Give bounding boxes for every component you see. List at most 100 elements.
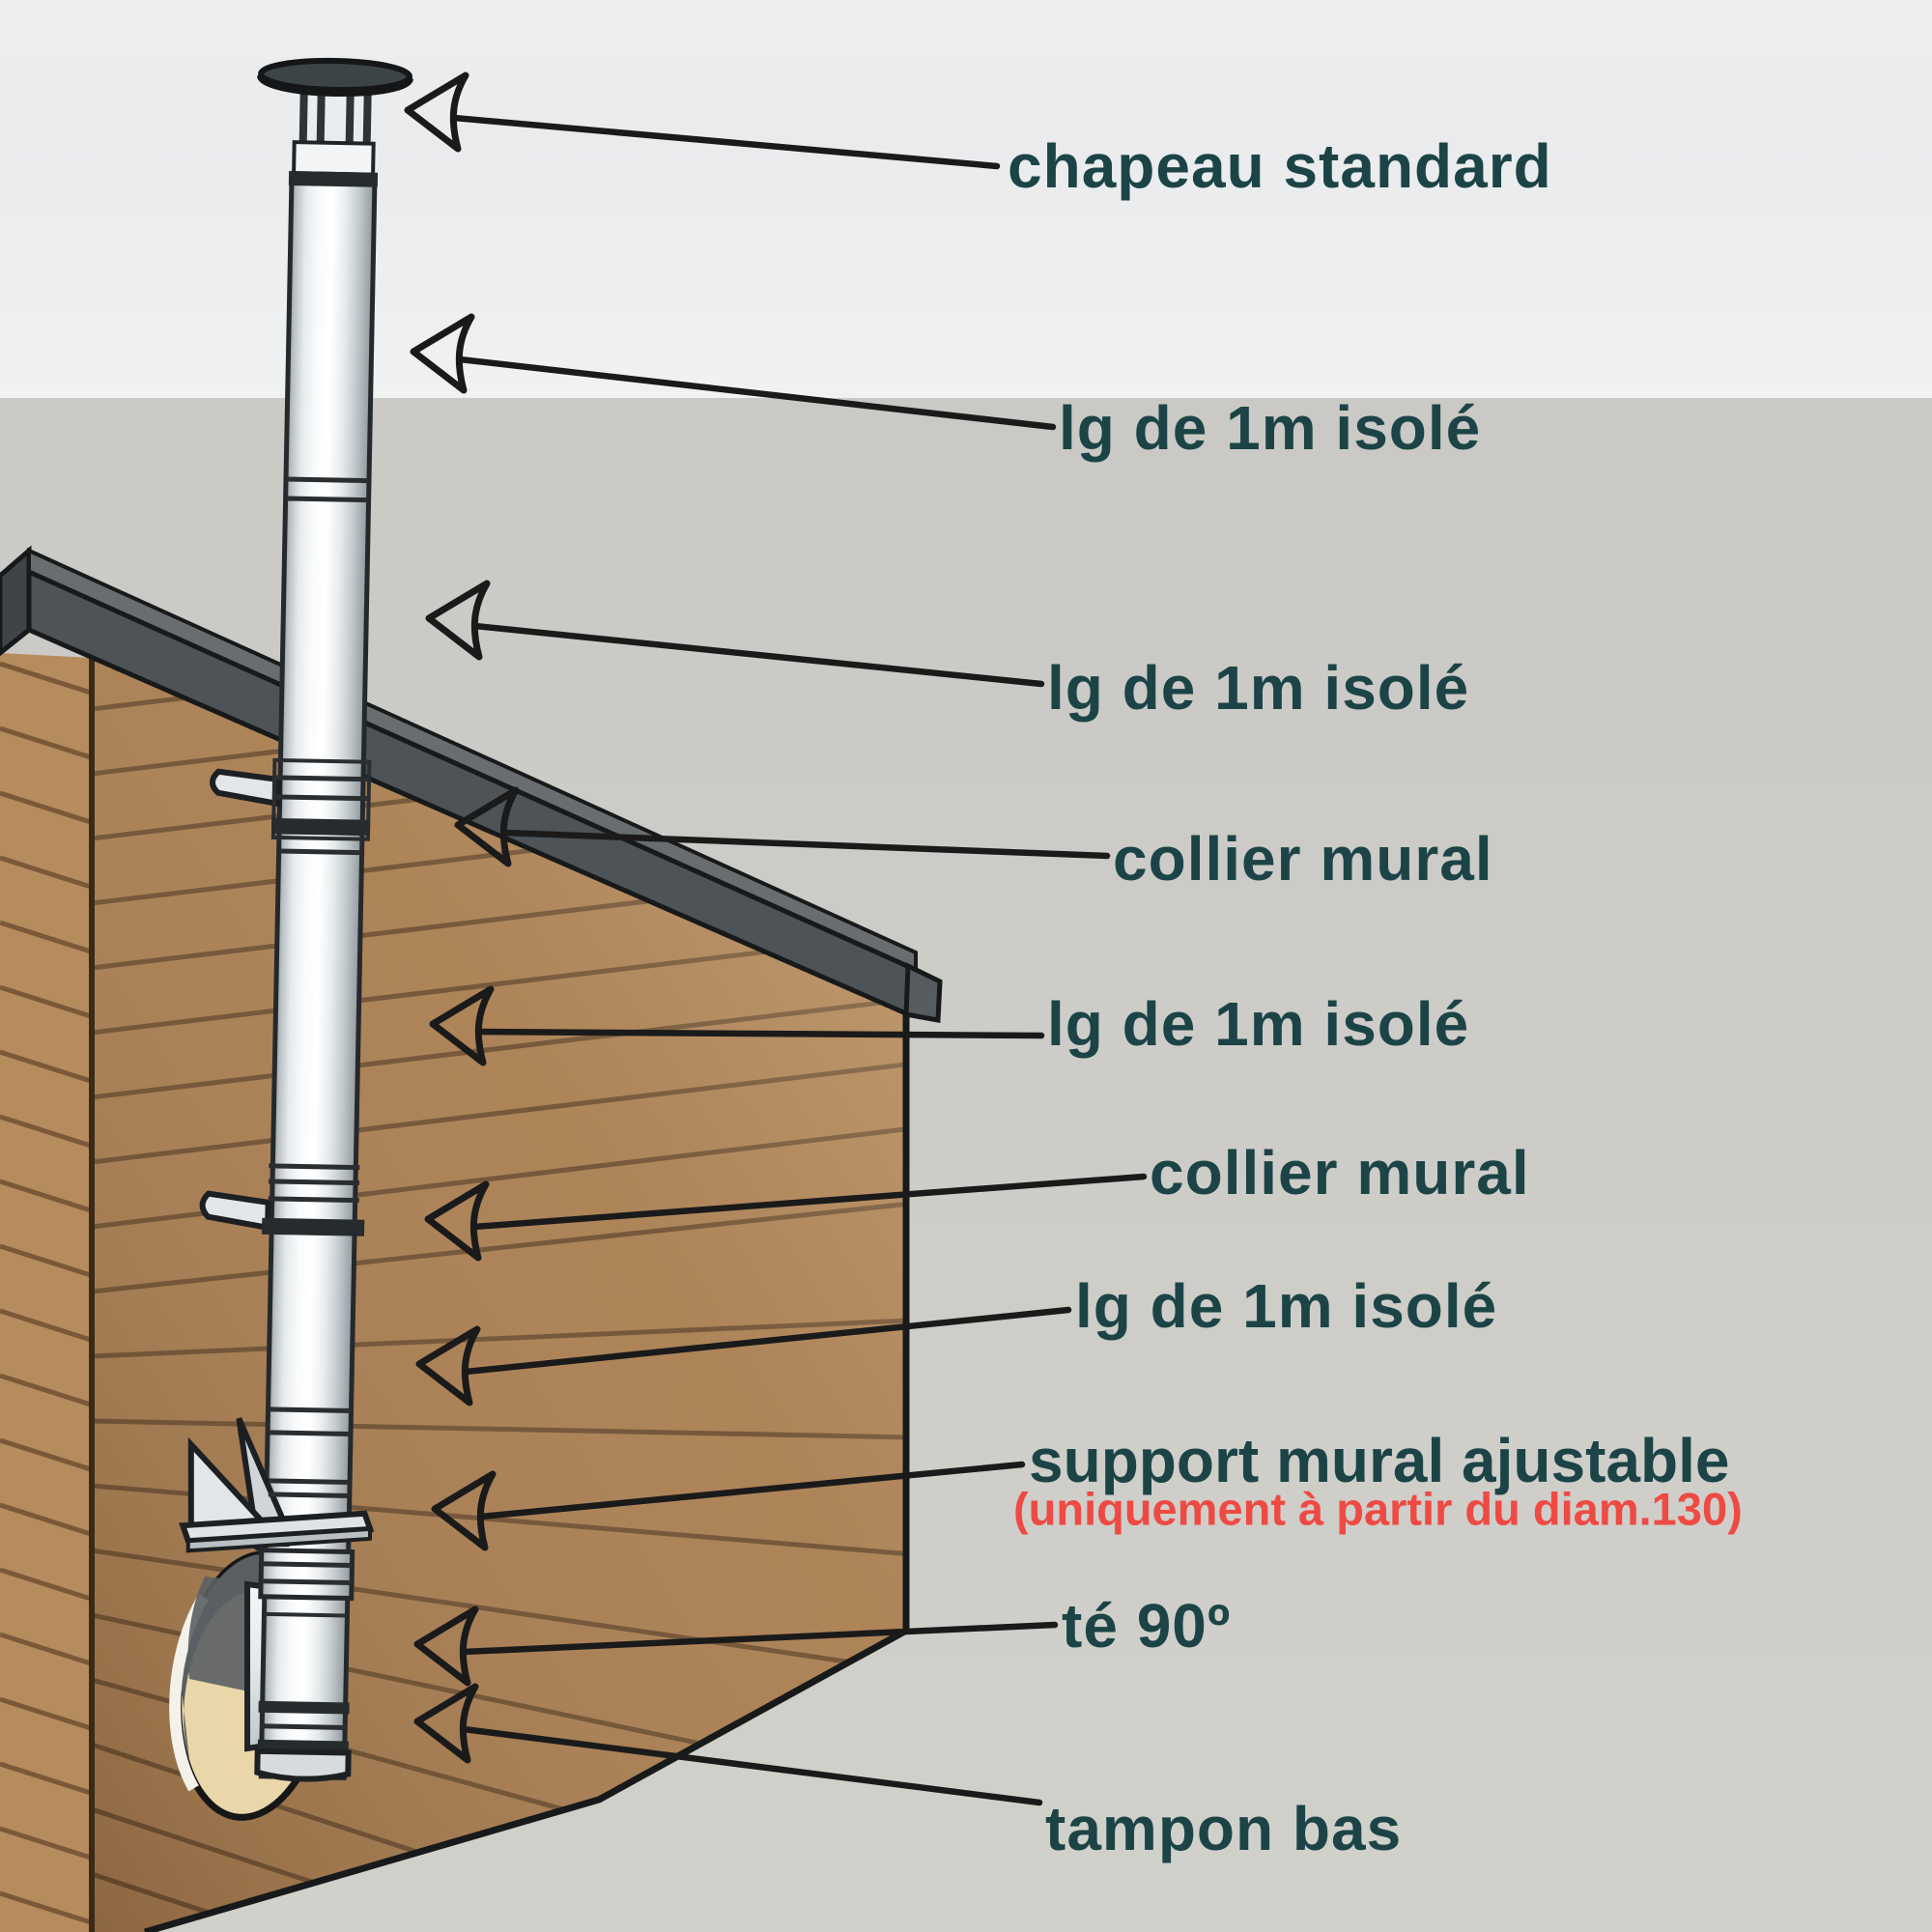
upper-ring-b — [268, 1492, 350, 1498]
cap-plate-edge — [257, 74, 413, 98]
arrow-line — [460, 1725, 1043, 1806]
sleeve-ring-b — [261, 1578, 353, 1586]
plank-groove-left — [0, 790, 92, 825]
plank-groove-left — [0, 1437, 92, 1472]
roof-eave-end-cap — [903, 962, 943, 1023]
plank-groove-left — [0, 1890, 92, 1925]
arrow-head — [424, 1180, 490, 1262]
collar1-ring-a — [274, 775, 370, 782]
plank-groove-left — [0, 725, 92, 760]
arrow-head — [425, 580, 491, 661]
support-sleeve — [258, 1548, 355, 1602]
plank-groove-left — [0, 1696, 92, 1731]
plank-groove-left — [0, 1567, 92, 1602]
label-collier-mural-2: collier mural — [1150, 1138, 1530, 1208]
arrow-head — [431, 1470, 497, 1551]
plank-groove-left — [0, 1243, 92, 1278]
label-lg-1m-isole-3: lg de 1m isolé — [1047, 989, 1469, 1059]
arrow-head — [413, 1605, 479, 1687]
arrow-head — [454, 786, 520, 867]
plank-groove-left — [0, 1502, 92, 1537]
label-lg-1m-isole-2: lg de 1m isolé — [1047, 653, 1469, 723]
plank-groove-left — [0, 661, 92, 696]
arrow-te-90 — [413, 1605, 1059, 1687]
house-wall-left-face — [0, 653, 92, 1932]
arrow-chapeau-standard — [404, 71, 1001, 170]
tampon-cup — [254, 1747, 352, 1782]
arrow-collier-mural-1 — [454, 786, 1111, 867]
cap-post-2 — [316, 84, 326, 149]
plank-groove-left — [0, 984, 92, 1019]
label-lg-1m-isole-4: lg de 1m isolé — [1075, 1271, 1497, 1341]
wall-collar-1 — [209, 757, 372, 841]
wall-outline — [144, 1012, 910, 1932]
collar1-band — [270, 817, 371, 836]
cap-collar-ring — [288, 171, 379, 187]
tampon-ring — [260, 1723, 348, 1730]
label-te-90: té 90º — [1062, 1591, 1231, 1661]
cap-posts — [298, 84, 308, 149]
chimney-cap — [257, 57, 413, 187]
plank-groove-left — [0, 1114, 92, 1149]
wall-collar-2 — [199, 1163, 365, 1236]
adjustable-wall-support — [179, 1417, 375, 1602]
label-support-note: (uniquement à partir du diam.130) — [1013, 1484, 1743, 1535]
collar2-band — [261, 1217, 365, 1236]
labels: chapeau standard lg de 1m isolé lg de 1m… — [1008, 131, 1743, 1863]
cap-post-4 — [362, 85, 372, 150]
plank-groove-left — [0, 1373, 92, 1407]
plank-groove-left — [0, 920, 92, 954]
arrow-head — [415, 1325, 481, 1406]
plank-groove-left — [0, 1308, 92, 1343]
arrow-head — [413, 1683, 479, 1764]
collar1-rod — [209, 768, 282, 808]
arrow-support-mural-ajustable — [431, 1461, 1026, 1551]
arrow-head — [429, 985, 495, 1066]
collar1-ring-b — [273, 794, 369, 802]
arrow-line — [456, 355, 1057, 431]
arrow-lg-1m-isole-1 — [410, 313, 1057, 431]
arrow-line — [462, 1306, 1072, 1376]
cap-post-3 — [345, 85, 355, 150]
arrow-tampon-bas — [413, 1683, 1043, 1806]
label-collier-mural-1: collier mural — [1113, 824, 1493, 894]
arrow-lg-1m-isole-2 — [425, 580, 1045, 688]
sleeve-ring-a — [261, 1561, 353, 1569]
label-lg-1m-isole-1: lg de 1m isolé — [1059, 393, 1481, 463]
left-face-planks — [0, 661, 92, 1925]
label-chapeau-standard: chapeau standard — [1008, 131, 1552, 201]
arrows — [404, 71, 1148, 1806]
plank-groove-left — [0, 1632, 92, 1666]
collar2-rod — [199, 1190, 271, 1232]
arrow-line — [460, 1621, 1059, 1656]
plank-groove-left — [0, 1826, 92, 1861]
tampon-band-1 — [258, 1700, 350, 1715]
arrow-line — [450, 114, 1001, 170]
arrow-collier-mural-2 — [424, 1173, 1148, 1262]
collar2-ring-c — [268, 1196, 359, 1204]
pipe-assembly — [179, 57, 413, 1782]
arrow-line — [470, 1173, 1148, 1231]
plank-groove-left — [0, 1179, 92, 1213]
arrow-line — [471, 622, 1045, 688]
plank-groove-left — [0, 1049, 92, 1084]
te-ring — [265, 1611, 347, 1618]
label-support-mural: support mural ajustable — [1029, 1426, 1729, 1495]
arrow-lg-1m-isole-3 — [429, 985, 1045, 1066]
label-tampon-bas: tampon bas — [1045, 1794, 1402, 1863]
collar2-ring-b — [268, 1179, 360, 1186]
cap-collar-white — [292, 140, 376, 177]
plank-groove-left — [0, 855, 92, 890]
arrow-lg-1m-isole-4 — [415, 1306, 1072, 1406]
arrow-line — [475, 1028, 1045, 1039]
arrow-head — [410, 313, 475, 394]
upper-ring-a — [269, 1478, 351, 1485]
arrow-head — [404, 71, 469, 153]
plank-groove-left — [0, 1761, 92, 1796]
te-90-and-bottom-plug — [254, 1611, 352, 1782]
arrow-line — [500, 829, 1111, 860]
arrow-line — [477, 1461, 1026, 1520]
collar2-ring-a — [269, 1163, 360, 1171]
